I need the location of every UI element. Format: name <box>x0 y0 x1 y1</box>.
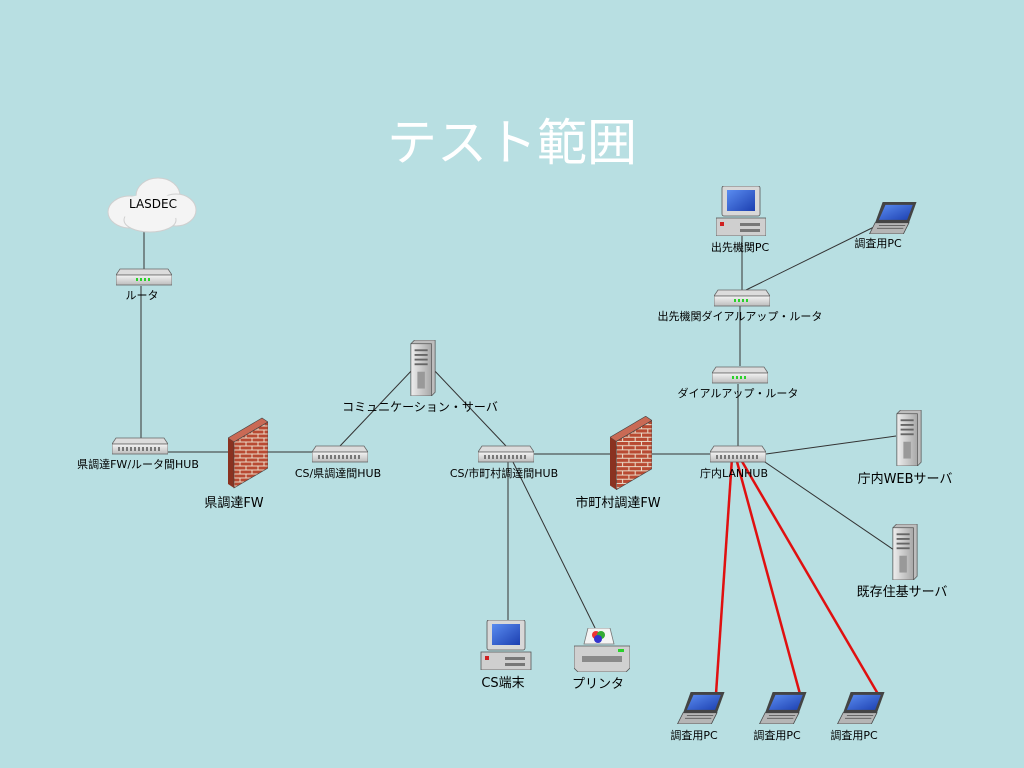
survey-pc-1-icon <box>676 692 726 724</box>
link-cs-city-hub-printer <box>511 459 599 635</box>
comm-server-label: コミュニケーション・サーバ <box>342 400 498 414</box>
survey-pc-top-icon <box>868 202 918 234</box>
city-firewall-icon <box>610 416 652 490</box>
test-link-pc-3 <box>738 457 880 695</box>
survey-pc-1-label: 調査用PC <box>670 728 718 742</box>
cs-city-hub-icon <box>478 445 534 463</box>
link-lan-hub-web-server <box>765 435 897 455</box>
city-fw-label: 市町村調達FW <box>575 495 660 511</box>
ken-fw-label: 県調達FW <box>204 496 263 511</box>
router-icon <box>116 268 172 286</box>
lasdec-cloud-icon <box>107 177 197 233</box>
branch-pc-label: 出先機関PC <box>711 240 770 254</box>
cs-ken-hub-label: CS/県調達間HUB <box>295 466 381 480</box>
branch-pc-icon <box>716 186 766 236</box>
ken-firewall-icon <box>228 417 268 489</box>
branch-router-icon <box>714 289 770 307</box>
existing-server-icon <box>892 524 918 580</box>
web-server-label: 庁内WEBサーバ <box>858 471 953 487</box>
slide-title: テスト範囲 <box>387 114 637 172</box>
test-link-pc-1 <box>714 457 734 695</box>
lan-hub-label: 庁内LANHUB <box>700 466 768 480</box>
cs-terminal-icon <box>480 620 532 670</box>
comm-server-icon <box>410 340 436 396</box>
lasdec-label: LASDEC <box>129 197 177 211</box>
link-cs-ken-hub-server <box>339 367 415 447</box>
cs-city-hub-label: CS/市町村調達間HUB <box>450 466 558 480</box>
dialup-router-label: ダイアルアップ・ルータ <box>678 386 799 400</box>
ken-hub-icon <box>112 437 168 455</box>
test-link-pc-2 <box>734 457 802 695</box>
link-server-cs-city-hub <box>431 367 507 447</box>
network-links <box>140 225 897 635</box>
survey-pc-top-label: 調査用PC <box>854 236 902 250</box>
printer-icon <box>574 628 630 672</box>
cs-ken-hub-icon <box>312 445 368 463</box>
cs-terminal-label: CS端末 <box>481 676 524 691</box>
survey-pc-2-icon <box>758 692 808 724</box>
survey-pc-3-icon <box>836 692 886 724</box>
ken-hub-label: 県調達FW/ルータ間HUB <box>77 457 199 471</box>
test-links <box>714 457 880 695</box>
printer-label: プリンタ <box>572 677 624 692</box>
dialup-router-icon <box>712 366 768 384</box>
survey-pc-3-label: 調査用PC <box>830 728 878 742</box>
link-lan-hub-existing-server <box>761 459 895 551</box>
existing-server-label: 既存住基サーバ <box>857 585 948 600</box>
router-label: ルータ <box>126 289 159 302</box>
branch-router-label: 出先機関ダイアルアップ・ルータ <box>658 309 823 323</box>
web-server-icon <box>896 410 922 466</box>
link-branch-router-survey-pc <box>745 225 877 291</box>
lan-hub-icon <box>710 445 766 463</box>
survey-pc-2-label: 調査用PC <box>753 728 801 742</box>
